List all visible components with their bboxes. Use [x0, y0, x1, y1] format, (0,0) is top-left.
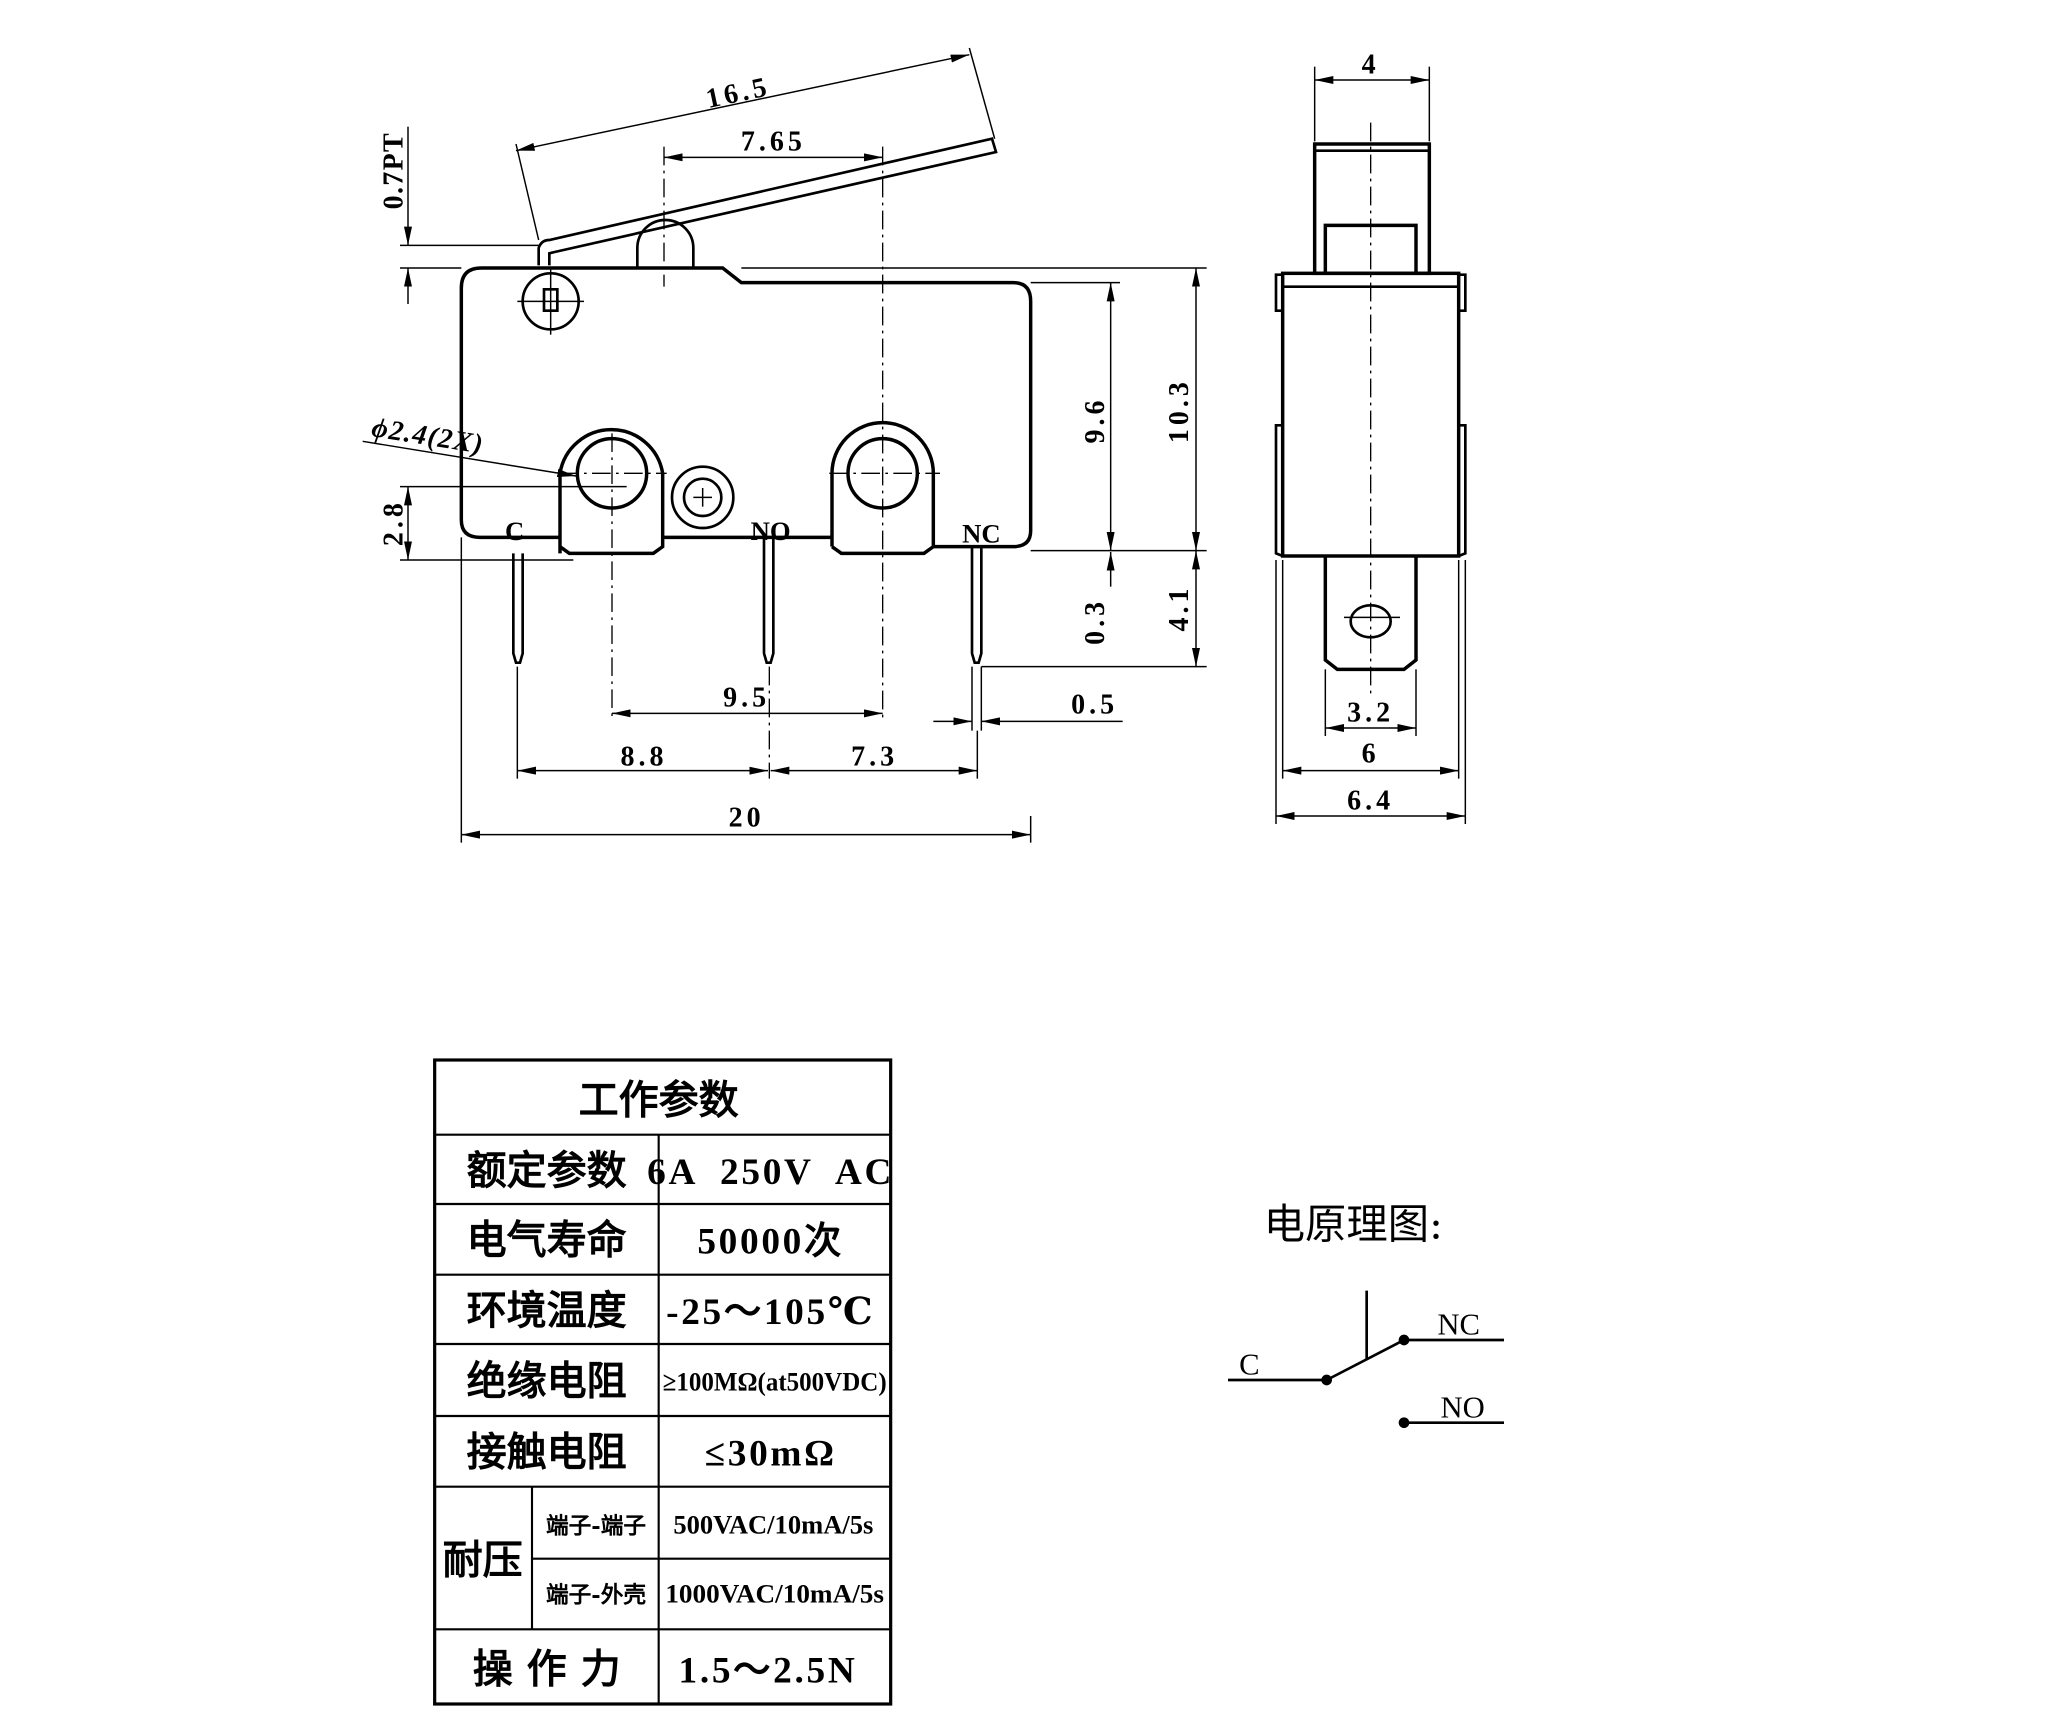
withstand-value-case: 1000VAC/10mA/5s [665, 1579, 884, 1609]
dim-top-width: 4 [1362, 49, 1380, 80]
row-label-withstand: 耐压 [443, 1536, 523, 1583]
table-row: 电气寿命 50000次 [467, 1216, 844, 1263]
table-row: 接触电阻 ≤30mΩ [467, 1428, 837, 1475]
ext-line [968, 47, 996, 139]
side-terminal [1323, 556, 1418, 672]
withstand-sub-label-terminal: 端子-端子 [546, 1513, 646, 1539]
row-value-force: 1.5～2.5N [679, 1651, 858, 1692]
schematic: 电原理图: C NC NO [1228, 1201, 1504, 1428]
row-value-insulation: ≥100MΩ(at500VDC) [663, 1367, 887, 1397]
center-rivet-inner [682, 477, 723, 518]
nc-mounting-hole [846, 436, 920, 510]
dim-pin-width: 0.5 [1071, 689, 1118, 720]
actuator-plunger [636, 218, 695, 268]
front-view: C NO NC 16.5 7.65 0.7PT ϕ2.4(2X) 2.8 9.6 [362, 47, 1207, 843]
side-terminal-hole [1349, 603, 1392, 639]
dim-no-to-nc: 7.3 [851, 741, 898, 772]
dim-overall-width: 6.4 [1347, 785, 1394, 816]
spec-table: 工作参数 额定参数 6A 250V AC 电气寿命 50000次 环境温度 -2… [433, 1058, 894, 1706]
table-row-withstand: 耐压 端子-端子 500VAC/10mA/5s 端子-外壳 1000VAC/10… [443, 1509, 884, 1608]
ext-line [515, 143, 540, 241]
row-label-rating: 额定参数 [467, 1147, 627, 1194]
dim-body-height: 9.6 [1080, 397, 1111, 444]
dim-body-width-side: 6 [1362, 739, 1380, 770]
table-row: 绝缘电阻 ≥100MΩ(at500VDC) [467, 1358, 887, 1405]
row-label-life: 电气寿命 [467, 1216, 627, 1263]
schematic-title: 电原理图: [1264, 1201, 1443, 1249]
dim-c-to-no: 8.8 [621, 741, 668, 772]
row-label-insulation: 绝缘电阻 [467, 1358, 627, 1405]
row-label-contact-resistance: 接触电阻 [467, 1428, 627, 1475]
terminal-label-nc: NC [962, 519, 1001, 549]
dim-pin-length: 4.1 [1164, 585, 1195, 632]
schematic-label-c: C [1239, 1348, 1259, 1382]
dim-lever-length: 16.5 [703, 71, 773, 115]
terminal-label-c: C [505, 516, 524, 546]
row-value-life: 50000次 [697, 1220, 844, 1262]
table-grid [434, 1133, 891, 1704]
no-pin [762, 537, 775, 664]
switch-body [459, 266, 1033, 549]
dim-roller-offset: 7.65 [741, 127, 806, 158]
dim-line-lever-length [515, 53, 970, 152]
dim-body-width: 20 [729, 803, 765, 834]
nc-terminal-tab [830, 421, 936, 556]
schematic-label-no: NO [1441, 1390, 1485, 1424]
dim-total-height: 10.3 [1164, 378, 1195, 443]
terminal-label-no: NO [751, 516, 791, 546]
side-plunger [1323, 223, 1418, 274]
table-row: 额定参数 6A 250V AC [467, 1147, 894, 1194]
dim-terminal-width: 3.2 [1347, 697, 1394, 728]
dim-hole-spacing: 9.5 [723, 683, 770, 714]
lever-arm [537, 137, 998, 266]
dim-lever-thickness: 0.7PT [379, 132, 410, 209]
side-left-tabs [1274, 273, 1284, 558]
table-row: 操 作 力 1.5～2.5N [473, 1646, 858, 1693]
row-label-temperature: 环境温度 [467, 1287, 627, 1334]
dim-tab-offset: 0.3 [1080, 598, 1111, 645]
c-pin [512, 553, 524, 664]
table-title: 工作参数 [579, 1076, 739, 1123]
side-body [1280, 271, 1461, 558]
table-border [433, 1058, 893, 1706]
side-right-tabs [1458, 273, 1467, 558]
table-row: 环境温度 -25～105℃ [467, 1287, 875, 1334]
withstand-value-terminal: 500VAC/10mA/5s [673, 1509, 873, 1539]
dim-hole-diameter: ϕ2.4(2X) [370, 412, 487, 460]
row-value-temperature: -25～105℃ [666, 1292, 875, 1333]
center-rivet-outer [670, 465, 735, 530]
switch-body-left [459, 288, 560, 540]
c-terminal-tab [558, 427, 665, 556]
leader-hole-diameter [362, 440, 577, 477]
row-value-contact-resistance: ≤30mΩ [705, 1433, 837, 1474]
side-view: 4 3.2 6 6.4 [1274, 49, 1467, 824]
withstand-sub-label-case: 端子-外壳 [546, 1582, 646, 1609]
row-label-force: 操 作 力 [473, 1646, 621, 1693]
schematic-label-nc: NC [1437, 1308, 1480, 1342]
c-mounting-hole [575, 436, 649, 510]
nc-pin [970, 546, 983, 664]
row-value-rating: 6A 250V AC [647, 1152, 894, 1193]
side-actuator-housing [1312, 142, 1432, 276]
dim-hole-height: 2.8 [379, 499, 410, 546]
switch-blade [1326, 1338, 1405, 1382]
